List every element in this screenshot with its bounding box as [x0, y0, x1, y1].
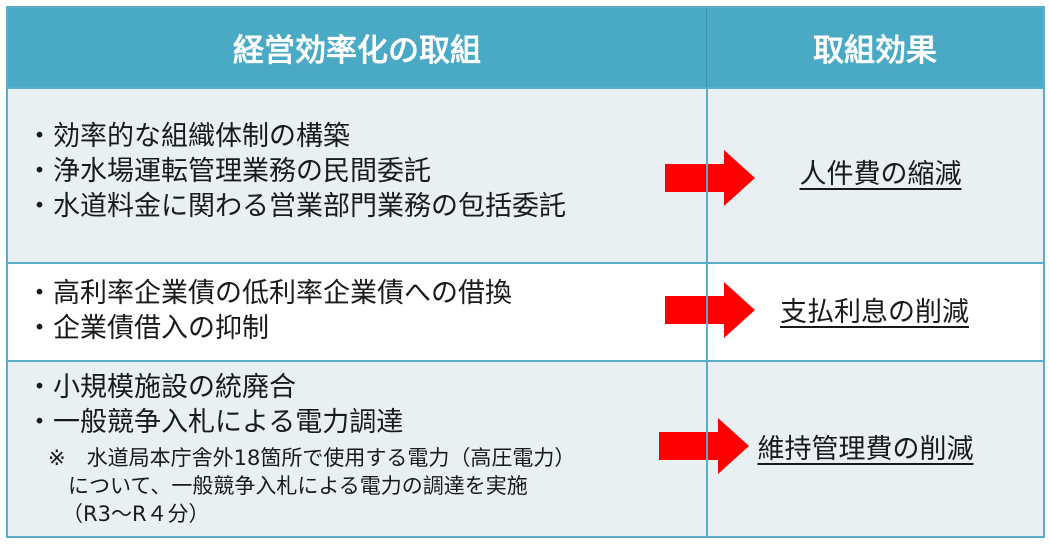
table-row-interest: ・高利率企業債の低利率企業債への借換 ・企業債借入の抑制 支払利息の削減	[8, 262, 1043, 360]
table-row-maintenance: ・小規模施設の統廃合 ・一般競争入札による電力調達 ※ 水道局本庁舎外18箇所で…	[8, 360, 1043, 536]
list-item: ・企業債借入の抑制	[26, 313, 269, 344]
list-item: ・高利率企業債の低利率企業債への借換	[26, 278, 512, 309]
table-header: 経営効率化の取組 取組効果	[8, 8, 1043, 87]
initiatives-cell: ・高利率企業債の低利率企業債への借換 ・企業債借入の抑制	[8, 264, 706, 360]
arrow-right-icon	[665, 282, 755, 338]
list-item: ・効率的な組織体制の構築	[26, 121, 350, 152]
list-item: ・浄水場運転管理業務の民間委託	[26, 156, 431, 187]
note-line: ※ 水道局本庁舎外18箇所で使用する電力（高圧電力）	[48, 446, 576, 470]
effect-label: 支払利息の削減	[780, 296, 969, 328]
effect-cell: 支払利息の削減	[706, 264, 1043, 360]
header-effects: 取組効果	[706, 8, 1043, 87]
effect-cell: 維持管理費の削減	[706, 362, 1043, 536]
list-item: ・水道料金に関わる営業部門業務の包括委託	[26, 191, 566, 222]
initiatives-cell: ・小規模施設の統廃合 ・一般競争入札による電力調達 ※ 水道局本庁舎外18箇所で…	[8, 362, 706, 536]
arrow-right-icon	[665, 150, 755, 206]
effect-label: 人件費の縮減	[799, 159, 962, 190]
effect-label: 維持管理費の削減	[757, 433, 974, 465]
note-line: （R3～R４分）	[62, 502, 210, 526]
list-item: ・一般競争入札による電力調達	[26, 407, 404, 438]
table-row-personnel: ・効率的な組織体制の構築 ・浄水場運転管理業務の民間委託 ・水道料金に関わる営業…	[8, 87, 1043, 262]
note-line: について、一般競争入札による電力の調達を実施	[68, 474, 528, 498]
efficiency-table: 経営効率化の取組 取組効果 ・効率的な組織体制の構築 ・浄水場運転管理業務の民間…	[6, 6, 1045, 538]
effect-cell: 人件費の縮減	[706, 89, 1043, 262]
list-item: ・小規模施設の統廃合	[26, 372, 296, 403]
arrow-right-icon	[659, 418, 749, 474]
initiatives-cell: ・効率的な組織体制の構築 ・浄水場運転管理業務の民間委託 ・水道料金に関わる営業…	[8, 89, 706, 262]
header-initiatives: 経営効率化の取組	[233, 33, 481, 69]
